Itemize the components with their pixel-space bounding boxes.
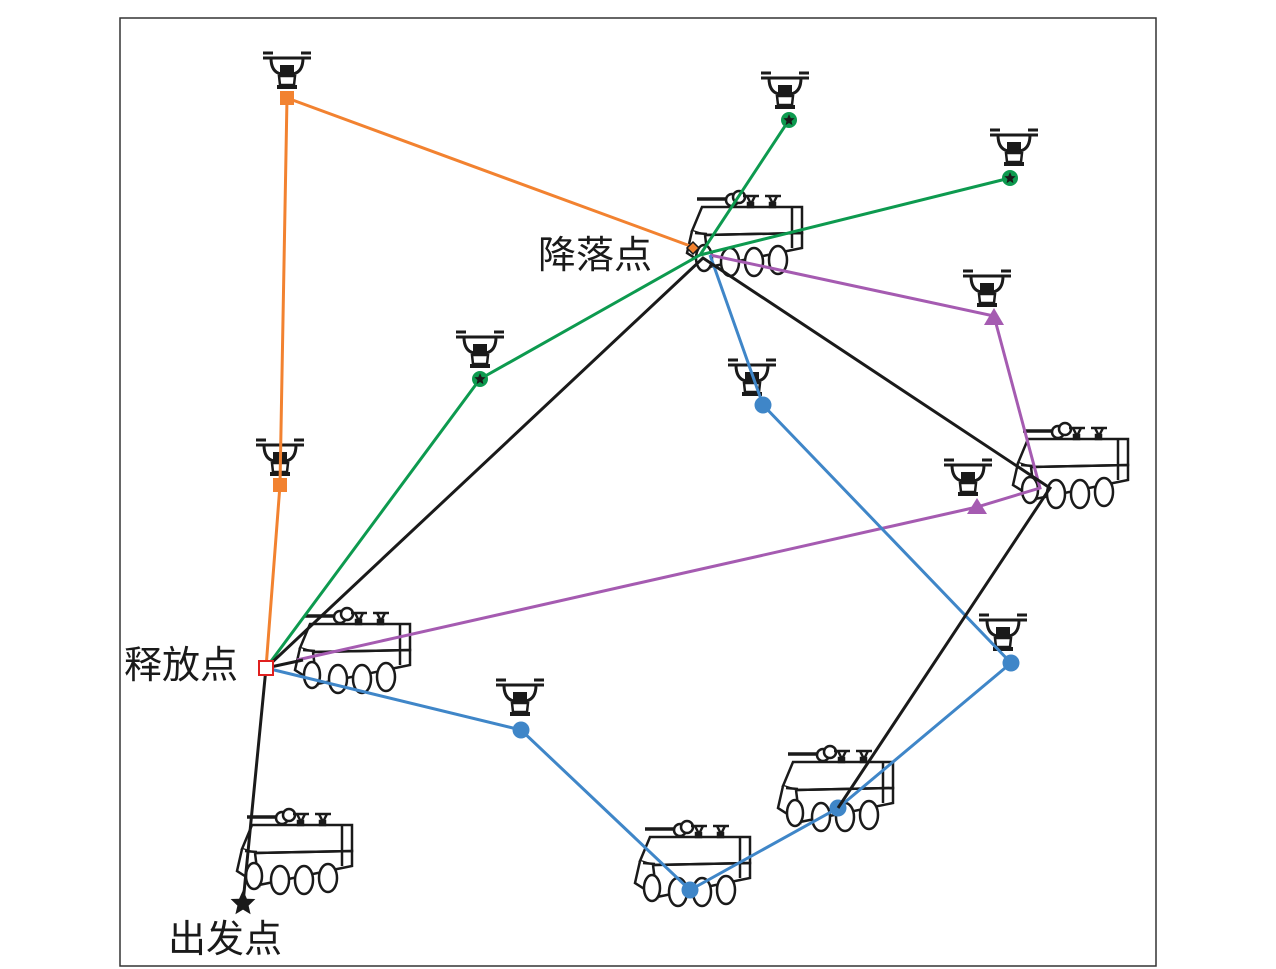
route-blue-node (754, 396, 772, 414)
route-green (264, 119, 1011, 669)
route-blue-node (512, 721, 530, 739)
route-blue-node (681, 881, 699, 899)
route-purple-node (967, 498, 987, 514)
landing-marker (685, 240, 701, 256)
release-marker (258, 660, 274, 676)
route-orange (264, 95, 694, 669)
plot-frame (119, 17, 1157, 967)
route-blue (265, 254, 1014, 892)
truck-icon (235, 807, 354, 896)
drone-icon (454, 330, 506, 370)
route-purple-node (984, 308, 1004, 325)
truck-icon (1011, 421, 1130, 510)
landing-label: 降落点 (538, 233, 652, 277)
start-label: 出发点 (168, 917, 282, 961)
route-blue-node (1002, 654, 1020, 672)
drone-icon (961, 269, 1013, 309)
route-orange-node (273, 478, 287, 492)
star-icon (230, 890, 256, 915)
drone-icon (988, 128, 1040, 168)
truck-icon (776, 744, 895, 833)
drone-icon (494, 678, 546, 718)
route-purple (296, 253, 1042, 662)
drone-icon (759, 71, 811, 111)
drone-icon (977, 613, 1029, 653)
route-orange-node (280, 91, 294, 105)
drone-icon (942, 458, 994, 498)
release-label: 释放点 (124, 643, 238, 687)
drone-icon (261, 51, 313, 91)
